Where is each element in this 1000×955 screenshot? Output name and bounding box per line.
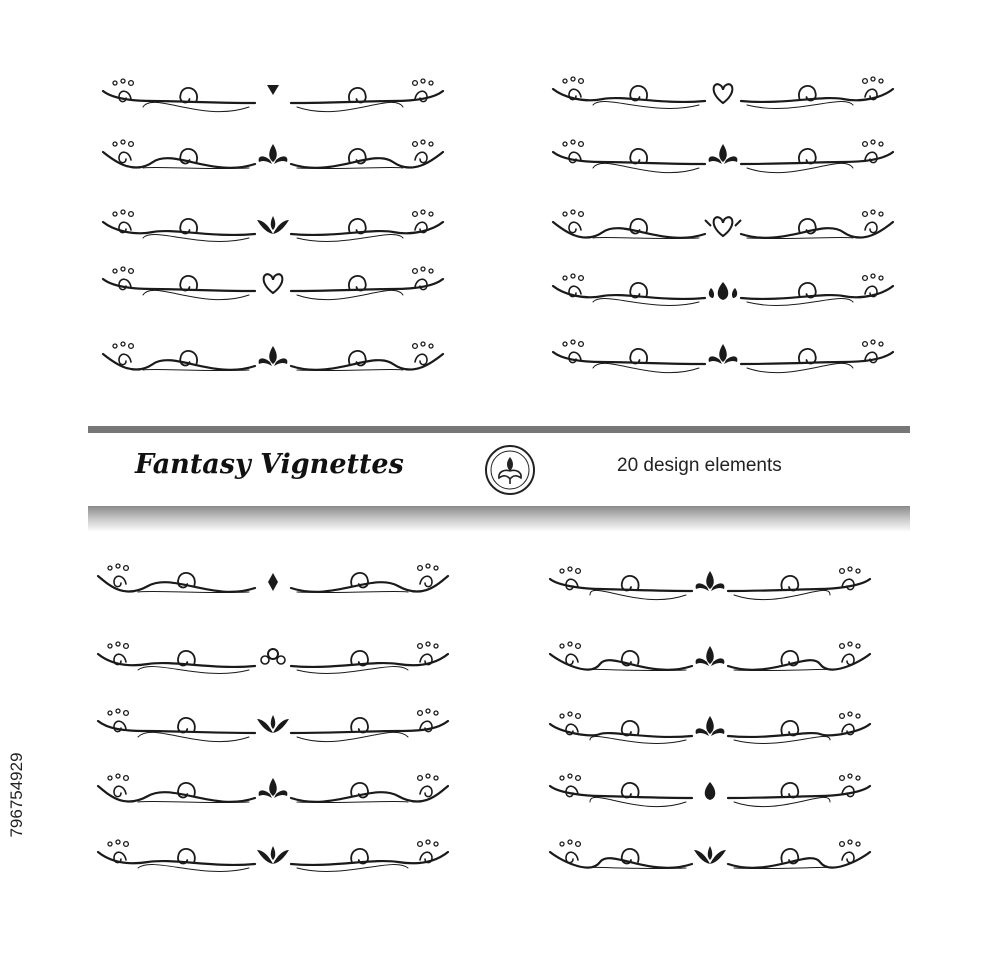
vignette-knot [96,708,450,742]
banner-title: Fantasy Vignettes [135,449,404,480]
vignette-fleur [548,566,872,600]
vignette-trefoil [548,711,872,744]
watermark-id-text: 796754929 [7,752,26,838]
vignette-trefoil [551,339,895,373]
banner-bottom-shadow [88,506,910,532]
banner-subtitle: 20 design elements [617,455,782,476]
watermark-id: 796754929 [5,725,29,865]
vignette-ring [96,641,450,674]
flourish-emblem-icon [485,445,535,495]
vignette-drop-pair [551,273,895,306]
vignette-heart [551,76,895,109]
vignette-arrow [101,78,445,112]
vignette-drop [548,773,872,807]
vignette-heart-loop [101,266,445,300]
vignette-wings [101,209,445,242]
vignette-heart-crown [551,209,895,240]
vignette-leaf-fan [548,839,872,870]
vignette-lotus [96,839,450,872]
vignette-lily [101,341,445,372]
vignette-diamond [96,563,450,594]
vignette-bud [96,773,450,804]
banner-top-rule [88,426,910,433]
vignette-fleur [101,139,445,170]
vignette-crest [548,641,872,672]
vignette-bud [551,139,895,173]
